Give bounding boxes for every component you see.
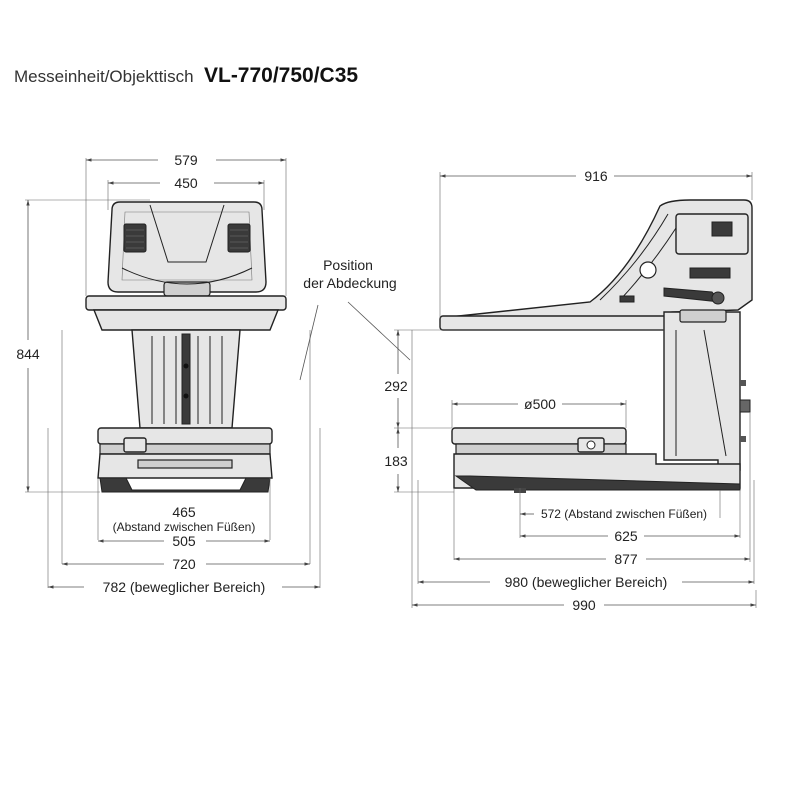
title-model: VL-770/750/C35 xyxy=(203,64,359,87)
dim-980-movable-range: 980 (beweglicher Bereich) xyxy=(505,574,668,590)
dim-916: 916 xyxy=(584,168,608,184)
title-prefix: Messeinheit/Objekttisch xyxy=(14,67,194,86)
dim-877: 877 xyxy=(614,551,638,567)
dim-844: 844 xyxy=(16,346,40,362)
dim-505: 505 xyxy=(172,533,196,549)
side-view-dimensions xyxy=(347,172,757,608)
label-cover-position-line2: der Abdeckung xyxy=(303,275,396,291)
front-view-dimensions xyxy=(25,158,321,589)
label-cover-position-line1: Position xyxy=(323,257,373,273)
dim-572-feet-distance: 572 (Abstand zwischen Füßen) xyxy=(541,507,707,521)
side-view-machine xyxy=(439,199,753,493)
dim-782-movable-range: 782 (beweglicher Bereich) xyxy=(103,579,266,595)
dim-579: 579 xyxy=(174,152,198,168)
dim-465: 465 xyxy=(172,504,196,520)
dim-292: 292 xyxy=(384,378,408,394)
dim-diameter-500: ø500 xyxy=(524,396,556,412)
dim-183: 183 xyxy=(384,453,408,469)
label-feet-distance-front: (Abstand zwischen Füßen) xyxy=(113,520,256,534)
dim-990: 990 xyxy=(572,597,596,613)
page-title: Messeinheit/Objekttisch VL-770/750/C35 xyxy=(14,64,358,88)
front-view-machine xyxy=(85,201,287,493)
dim-450: 450 xyxy=(174,175,198,191)
dim-720: 720 xyxy=(172,556,196,572)
dim-625: 625 xyxy=(614,528,638,544)
